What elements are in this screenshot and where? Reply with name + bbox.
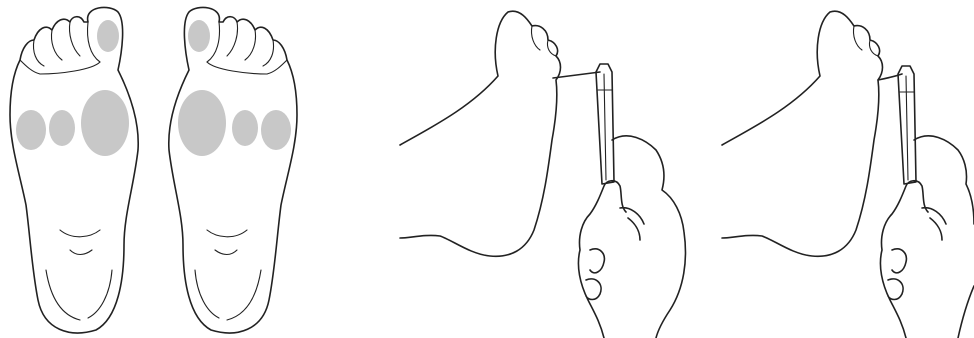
right-foot-sole	[169, 7, 297, 332]
left-foot-heel-lines	[46, 230, 112, 320]
test-site-big-toe-right	[188, 20, 210, 52]
hand-2	[880, 136, 974, 338]
right-foot-toes	[207, 22, 287, 74]
test-site-met1-right	[178, 90, 226, 156]
side-foot-1	[400, 11, 561, 256]
right-foot-outline	[169, 7, 297, 332]
test-site-met3-left	[49, 110, 75, 146]
monofilament-pen-1	[596, 64, 614, 184]
application-panel-2	[722, 11, 974, 338]
left-foot-sole	[10, 7, 138, 332]
test-site-big-toe-left	[97, 20, 119, 52]
test-site-met1-left	[81, 90, 129, 156]
left-foot-toes	[20, 22, 100, 74]
test-site-met5-right	[261, 110, 291, 150]
test-site-met5-left	[16, 110, 46, 150]
right-foot-heel-lines	[195, 230, 261, 320]
test-site-met3-right	[232, 110, 258, 146]
application-panel-1	[400, 11, 685, 338]
hand-1	[578, 136, 685, 338]
left-foot-outline	[10, 7, 138, 332]
monofilament-pen-2	[898, 66, 916, 184]
side-foot-2	[722, 11, 883, 256]
